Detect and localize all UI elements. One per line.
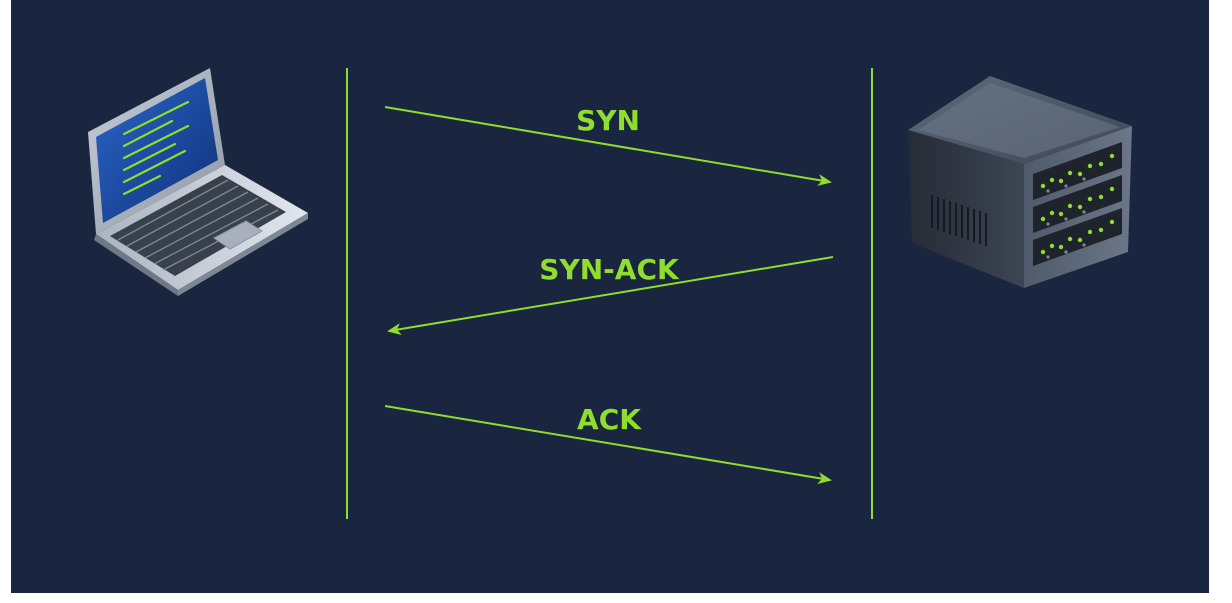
ack-label: ACK [577,403,642,436]
syn-label: SYN [576,104,640,137]
server-icon [908,76,1132,288]
laptop-icon [88,68,308,296]
syn-ack-label: SYN-ACK [539,253,680,286]
